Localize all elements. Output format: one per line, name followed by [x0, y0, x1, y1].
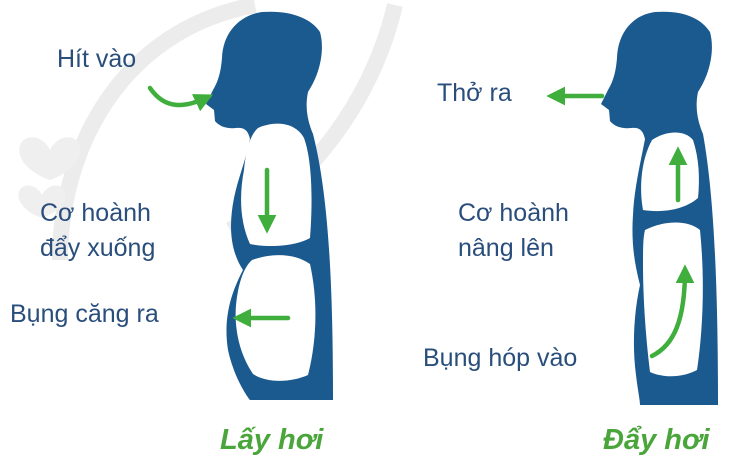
right-diaphragm-label-line1: Cơ hoành — [458, 198, 569, 228]
left-diaphragm-label-line1: Cơ hoành — [40, 198, 151, 228]
right-belly-space — [643, 223, 703, 377]
left-figure-silhouette — [206, 12, 333, 400]
exhale-label: Thở ra — [437, 78, 512, 108]
right-diaphragm-label-line2: nâng lên — [458, 233, 554, 263]
belly-contract-label: Bụng hóp vào — [423, 343, 577, 373]
left-diaphragm-label-line2: đẩy xuống — [40, 233, 155, 263]
left-lung-space — [241, 124, 311, 246]
inhale-label: Hít vào — [57, 44, 136, 74]
exhale-caption: Đẩy hơi — [603, 424, 710, 457]
inhale-caption: Lấy hơi — [220, 424, 323, 457]
right-figure-silhouette — [601, 12, 718, 405]
belly-expand-label: Bụng căng ra — [10, 299, 159, 329]
inhale-arrow-icon — [150, 88, 208, 105]
